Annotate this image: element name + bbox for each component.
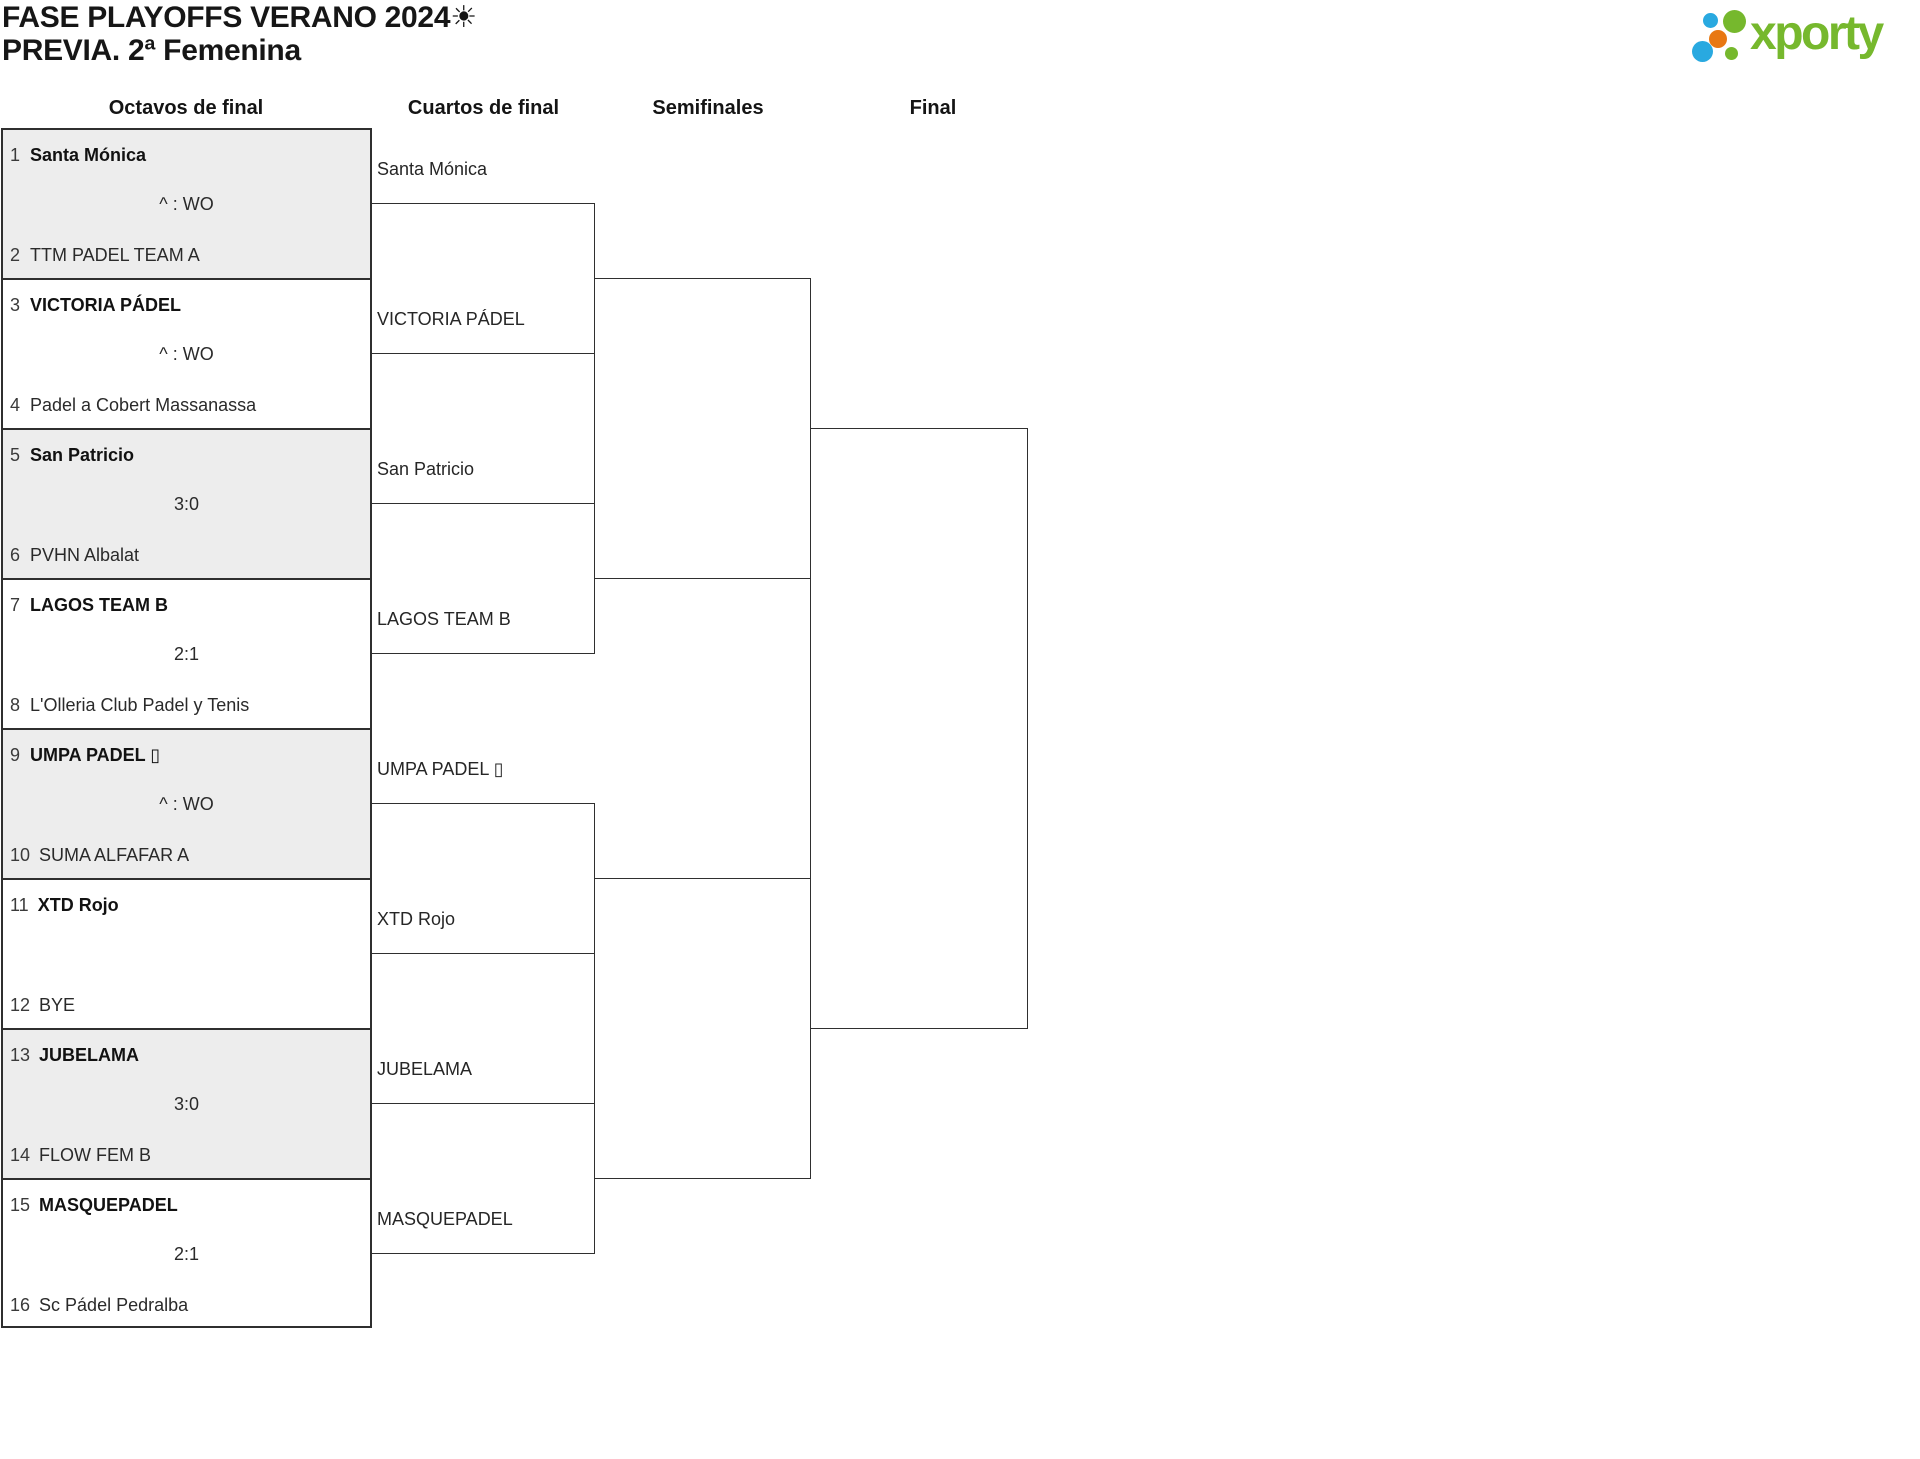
match-box-6[interactable]: 11 XTD Rojo 12 BYE	[1, 878, 372, 1028]
team-name: TTM PADEL TEAM A	[30, 245, 200, 265]
match-team-row: 5 San Patricio	[10, 442, 366, 468]
match-score: 2:1	[173, 1244, 200, 1264]
match-team-row: 8 L'Olleria Club Padel y Tenis	[10, 692, 366, 718]
match-team-row: 6 PVHN Albalat	[10, 542, 366, 568]
match-box-4[interactable]: 7 LAGOS TEAM B 2:1 8 L'Olleria Club Padel …	[1, 578, 372, 728]
team-name: UMPA PADEL ▯	[30, 745, 161, 765]
seed-number: 14	[10, 1145, 31, 1165]
match-score: 2:1	[173, 644, 200, 664]
tournament-subtitle: PREVIA. 2ª Femenina	[2, 34, 301, 67]
team-name: Sc Pádel Pedralba	[39, 1295, 189, 1315]
quarterfinal-winner-label: JUBELAMA	[377, 1059, 473, 1079]
seed-number: 12	[10, 995, 31, 1015]
quarterfinal-winner-label: VICTORIA PÁDEL	[377, 309, 525, 329]
team-name: MASQUEPADEL	[39, 1195, 178, 1215]
team-name: Santa Mónica	[30, 145, 147, 165]
match-team-row: 13 JUBELAMA	[10, 1042, 366, 1068]
team-name: L'Olleria Club Padel y Tenis	[30, 695, 250, 715]
seed-number: 15	[10, 1195, 31, 1215]
round-header-octavos: Octavos de final	[108, 97, 264, 119]
semifinal-connector-1	[594, 278, 811, 579]
match-score	[3, 941, 370, 967]
tournament-title: FASE PLAYOFFS VERANO 2024☀	[2, 1, 477, 34]
seed-number: 9	[10, 745, 21, 765]
seed-number: 5	[10, 445, 21, 465]
match-team-row: 11 XTD Rojo	[10, 892, 366, 918]
match-team-row: 15 MASQUEPADEL	[10, 1192, 366, 1218]
match-box-2[interactable]: 3 VICTORIA PÁDEL ^ : WO 4 Padel a Cobert M…	[1, 278, 372, 428]
seed-number: 8	[10, 695, 21, 715]
match-score: ^ : WO	[159, 194, 214, 214]
quarterfinal-winner-label: LAGOS TEAM B	[377, 609, 511, 629]
match-team-row: 7 LAGOS TEAM B	[10, 592, 366, 618]
team-name: LAGOS TEAM B	[30, 595, 168, 615]
title-block: FASE PLAYOFFS VERANO 2024☀ PREVIA. 2ª Fe…	[2, 1, 477, 67]
logo-dot-icon	[1692, 41, 1713, 62]
seed-number: 3	[10, 295, 21, 315]
logo-dot-icon	[1725, 47, 1738, 60]
match-score: ^ : WO	[159, 794, 214, 814]
round-header-semifinales: Semifinales	[652, 97, 764, 119]
seed-number: 1	[10, 145, 21, 165]
logo-dot-icon	[1709, 30, 1727, 48]
quarterfinal-winner-label: UMPA PADEL ▯	[377, 759, 504, 779]
round-header-final: Final	[909, 97, 957, 119]
match-team-row: 1 Santa Mónica	[10, 142, 366, 168]
seed-number: 16	[10, 1295, 31, 1315]
seed-number: 7	[10, 595, 21, 615]
match-score: 3:0	[173, 1094, 200, 1114]
team-name: JUBELAMA	[39, 1045, 140, 1065]
match-box-5[interactable]: 9 UMPA PADEL ▯ ^ : WO 10 SUMA ALFAFAR A	[1, 728, 372, 878]
match-score: ^ : WO	[159, 344, 214, 364]
seed-number: 13	[10, 1045, 31, 1065]
team-name: SUMA ALFAFAR A	[39, 845, 190, 865]
team-name: VICTORIA PÁDEL	[30, 295, 182, 315]
quarterfinal-winner-label: Santa Mónica	[377, 159, 488, 179]
seed-number: 11	[10, 895, 29, 915]
xporty-logo[interactable]: xporty	[1688, 4, 1916, 68]
seed-number: 2	[10, 245, 21, 265]
final-connector	[810, 428, 1028, 1029]
match-team-row: 10 SUMA ALFAFAR A	[10, 842, 366, 868]
quarterfinal-winner-label: MASQUEPADEL	[377, 1209, 513, 1229]
match-team-row: 12 BYE	[10, 992, 366, 1018]
match-team-row: 2 TTM PADEL TEAM A	[10, 242, 366, 268]
match-box-3[interactable]: 5 San Patricio 3:0 6 PVHN Albalat	[1, 428, 372, 578]
team-name: PVHN Albalat	[30, 545, 140, 565]
match-box-8[interactable]: 15 MASQUEPADEL 2:1 16 Sc Pádel Pedralba	[1, 1178, 372, 1328]
match-team-row: 9 UMPA PADEL ▯	[10, 742, 366, 768]
match-team-row: 3 VICTORIA PÁDEL	[10, 292, 366, 318]
quarterfinal-winner-label: XTD Rojo	[377, 909, 456, 929]
team-name: FLOW FEM B	[39, 1145, 152, 1165]
semifinal-connector-2	[594, 878, 811, 1179]
match-team-row: 14 FLOW FEM B	[10, 1142, 366, 1168]
logo-dot-icon	[1703, 13, 1718, 28]
quarterfinal-winner-label: San Patricio	[377, 459, 475, 479]
match-team-row: 4 Padel a Cobert Massanassa	[10, 392, 366, 418]
match-team-row: 16 Sc Pádel Pedralba	[10, 1292, 366, 1318]
team-name: Padel a Cobert Massanassa	[30, 395, 257, 415]
team-name: San Patricio	[30, 445, 135, 465]
seed-number: 4	[10, 395, 21, 415]
seed-number: 10	[10, 845, 31, 865]
match-box-1[interactable]: 1 Santa Mónica ^ : WO 2 TTM PADEL TEAM A	[1, 128, 372, 278]
team-name: BYE	[39, 995, 76, 1015]
logo-dot-icon	[1723, 10, 1746, 33]
match-score: 3:0	[173, 494, 200, 514]
match-box-7[interactable]: 13 JUBELAMA 3:0 14 FLOW FEM B	[1, 1028, 372, 1178]
seed-number: 6	[10, 545, 21, 565]
logo-wordmark: xporty	[1750, 7, 1884, 60]
round-header-cuartos: Cuartos de final	[407, 97, 560, 119]
team-name: XTD Rojo	[37, 895, 119, 915]
